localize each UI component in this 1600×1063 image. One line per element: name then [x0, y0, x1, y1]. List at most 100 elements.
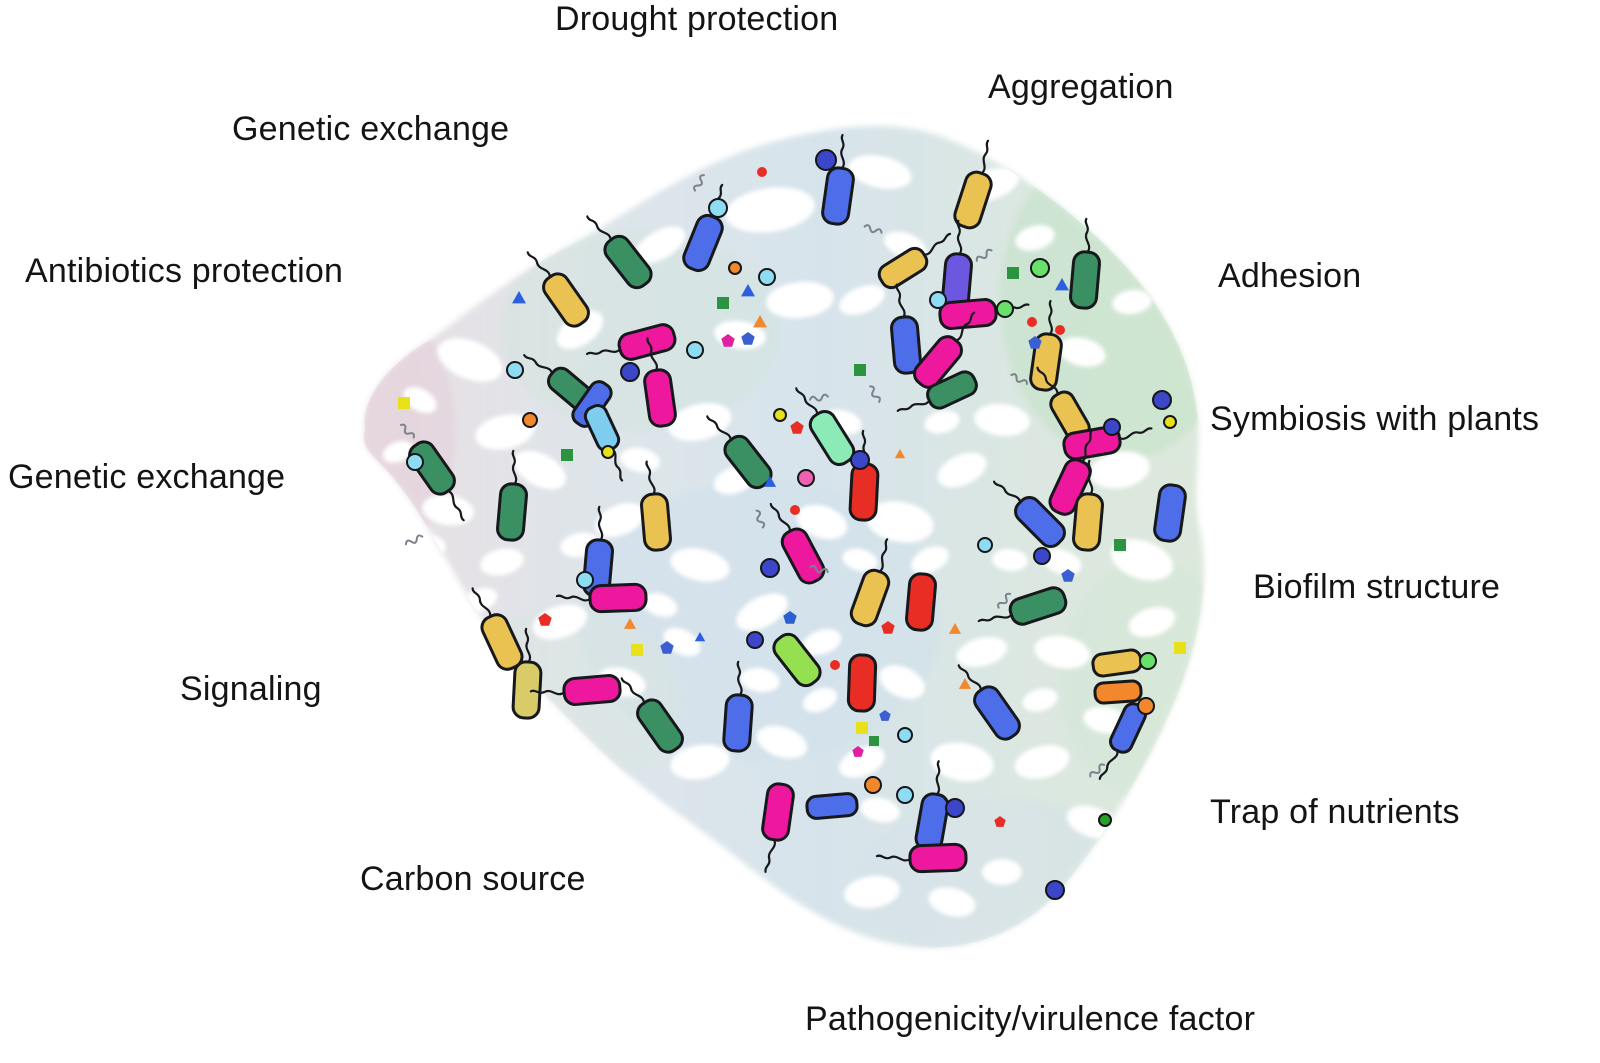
bacterium — [1036, 366, 1091, 442]
bacterium-body — [480, 613, 524, 671]
flagellum — [977, 613, 1013, 623]
bacterium-body — [722, 693, 754, 753]
label-trap-of-nutrients: Trap of nutrients — [1210, 793, 1460, 831]
label-aggregation: Aggregation — [988, 68, 1174, 106]
bacterium-body — [588, 582, 648, 614]
flagellum — [957, 664, 983, 692]
eps-circle — [1033, 547, 1051, 565]
bacterium-body — [761, 782, 795, 842]
eps-triangle — [512, 291, 526, 304]
eps-circle — [576, 571, 594, 589]
bacterium-body — [723, 434, 773, 490]
label-biofilm-structure: Biofilm structure — [1253, 568, 1501, 606]
flagellum — [620, 677, 646, 705]
flagellum — [896, 399, 931, 412]
eps-square — [854, 364, 866, 376]
bacterium — [992, 480, 1066, 548]
eps-circle — [406, 453, 424, 471]
eps-triangle — [894, 449, 906, 459]
eps-dot — [830, 660, 840, 670]
bacterium — [914, 760, 950, 852]
bacterium — [511, 627, 543, 720]
eps-free-cell — [1010, 373, 1028, 385]
flagellum — [875, 854, 912, 862]
bacterium-body — [908, 842, 968, 874]
bacterium-body — [848, 462, 880, 522]
label-signaling: Signaling — [180, 670, 322, 708]
eps-circle — [506, 361, 524, 379]
eps-triangle — [1055, 278, 1069, 291]
bacterium-body — [913, 335, 963, 389]
eps-free-cell — [809, 393, 829, 402]
bacterium — [957, 664, 1021, 741]
bacterium — [877, 232, 952, 290]
flagellum — [523, 354, 554, 375]
bacterium — [875, 842, 968, 874]
bacterium — [890, 283, 922, 375]
bacterium-body — [1062, 425, 1122, 461]
flagellum — [1080, 428, 1094, 463]
flagellum — [529, 689, 566, 696]
flagellum — [526, 251, 552, 279]
flagellum — [954, 311, 976, 342]
bacterium — [896, 370, 978, 412]
bacterium — [1072, 459, 1104, 552]
label-carbon-source: Carbon source — [360, 860, 586, 898]
eps-circle — [1163, 415, 1177, 429]
eps-free-cell — [693, 174, 705, 192]
eps-circle — [708, 198, 728, 218]
bacterium — [913, 311, 976, 389]
bacterium — [846, 653, 878, 713]
flagellum — [511, 449, 518, 486]
bacterium-body — [603, 234, 653, 290]
bacterium-body — [542, 272, 590, 328]
eps-circle — [758, 268, 776, 286]
eps-circle — [760, 558, 780, 578]
eps-circle — [728, 261, 742, 275]
eps-free-cell — [404, 534, 424, 546]
eps-dot — [1055, 325, 1065, 335]
eps-pentagon — [721, 334, 735, 347]
flagellum — [1087, 459, 1094, 496]
bacterium-body — [808, 409, 856, 467]
bacterium — [1062, 425, 1153, 461]
eps-pentagon — [852, 746, 864, 757]
bacterium-body — [938, 298, 998, 330]
bacterium-body — [973, 685, 1021, 741]
bacterium — [526, 251, 590, 328]
bacterium-body — [953, 170, 993, 230]
bacterium — [706, 415, 773, 490]
eps-triangle — [958, 678, 972, 689]
bacterium — [722, 660, 754, 753]
eps-circle — [797, 469, 815, 487]
flagellum — [1098, 749, 1119, 780]
bacterium-body — [511, 660, 543, 720]
bacterium — [1091, 648, 1143, 678]
flagellum — [1118, 427, 1153, 440]
label-adhesion: Adhesion — [1218, 257, 1362, 295]
eps-circle — [686, 341, 704, 359]
eps-square — [1114, 539, 1126, 551]
flagellum — [586, 215, 612, 242]
bacterium-body — [926, 370, 978, 410]
bacterium-body — [408, 440, 456, 496]
eps-free-cell — [869, 385, 881, 403]
flagellum — [736, 660, 743, 697]
eps-circle — [746, 631, 764, 649]
bacterium — [772, 632, 822, 688]
eps-square — [561, 449, 573, 461]
flagellum — [980, 139, 990, 175]
eps-square — [856, 722, 868, 734]
bacterium-body — [1008, 586, 1068, 626]
eps-circle — [1030, 258, 1050, 278]
eps-pentagon — [783, 611, 797, 624]
flagellum — [524, 627, 532, 664]
eps-circle — [1045, 880, 1065, 900]
bacterium — [408, 440, 465, 522]
bacterium-body — [1093, 679, 1143, 705]
bacterium — [640, 460, 672, 552]
eps-free-cell — [975, 248, 993, 262]
eps-circle — [1152, 390, 1172, 410]
eps-triangle — [623, 618, 637, 629]
flagellum — [706, 415, 732, 442]
